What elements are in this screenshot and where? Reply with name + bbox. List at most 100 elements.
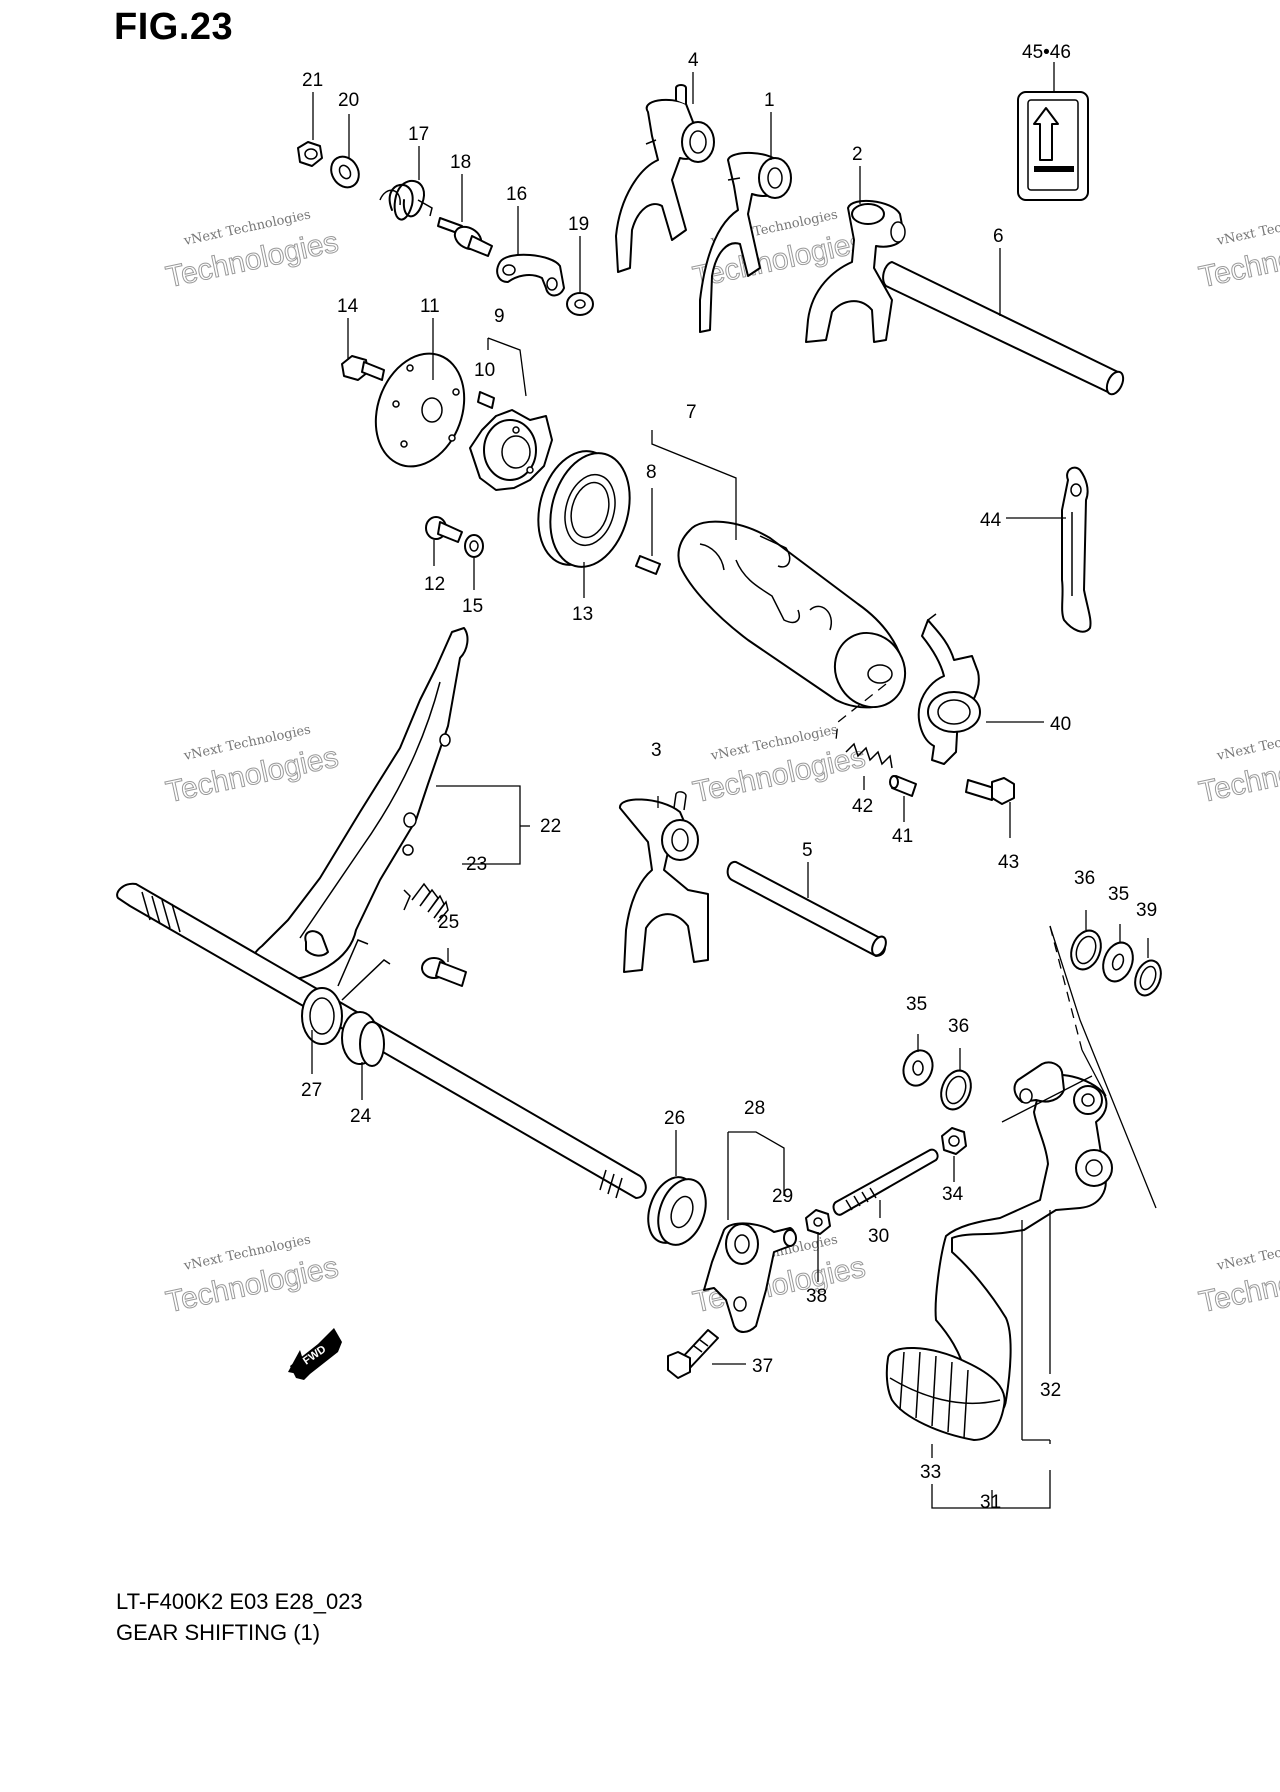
part-20-washer <box>330 155 360 189</box>
callout-28: 28 <box>744 1098 765 1119</box>
part-45-46-label-plate <box>1017 91 1089 201</box>
callout-12: 12 <box>424 574 445 595</box>
callout-31: 31 <box>980 1492 1001 1513</box>
callout-19: 19 <box>568 214 589 235</box>
callout-29: 29 <box>772 1186 793 1207</box>
part-40-position-switch <box>917 613 981 765</box>
callout-11: 11 <box>420 296 440 317</box>
part-24-shift-shaft <box>116 882 647 1199</box>
part-15-washer <box>464 534 484 558</box>
callout-36-mid: 36 <box>948 1016 969 1037</box>
callout-35-mid: 35 <box>906 994 927 1015</box>
part-13-bearing <box>537 450 631 568</box>
callout-45-46: 45•46 <box>1022 42 1071 63</box>
part-9-cam-gear <box>469 409 553 491</box>
part-27-return-spring <box>301 939 391 1045</box>
watermark: vNext Technologies Technologies <box>163 722 342 809</box>
part-11-cam-disc <box>374 352 466 468</box>
figure-title: FIG.23 <box>114 6 234 48</box>
callout-37: 37 <box>752 1356 773 1377</box>
callout-15: 15 <box>462 596 483 617</box>
watermark: vNext Technologies Technologies <box>1196 207 1280 294</box>
watermark: vNext Technologies Technologies <box>1196 722 1280 809</box>
part-4-shift-fork <box>615 84 715 273</box>
fwd-arrow-icon: FWD <box>288 1328 342 1380</box>
svg-text:vNext Technologies: vNext Technologies <box>1215 207 1280 249</box>
callout-24: 24 <box>350 1106 372 1127</box>
callout-35-top: 35 <box>1108 884 1129 905</box>
part-39-ring <box>1134 959 1162 997</box>
callout-27: 27 <box>301 1080 322 1101</box>
part-1-shift-fork <box>699 151 792 333</box>
callout-44: 44 <box>980 510 1002 531</box>
part-21-nut <box>297 141 323 167</box>
callout-3: 3 <box>651 740 662 761</box>
model-code: LT-F400K2 E03 E28_023 <box>116 1589 363 1614</box>
callout-18: 18 <box>450 152 471 173</box>
part-43-bolt <box>965 777 1015 805</box>
watermark: vNext Technologies Technologies <box>163 207 342 294</box>
callout-33: 33 <box>920 1462 941 1483</box>
callout-16: 16 <box>506 184 527 205</box>
section-name: GEAR SHIFTING (1) <box>116 1620 321 1645</box>
part-38-nut <box>805 1209 831 1235</box>
part-33-pedal-rubber <box>885 1347 1006 1441</box>
callout-23: 23 <box>466 854 487 875</box>
part-41-pin <box>889 775 917 797</box>
part-6-fork-shaft <box>882 261 1125 396</box>
part-2-shift-fork <box>805 199 906 343</box>
callout-41: 41 <box>892 826 913 847</box>
callout-43: 43 <box>998 852 1019 873</box>
callout-26: 26 <box>664 1108 685 1129</box>
callout-39: 39 <box>1136 900 1157 921</box>
callout-40: 40 <box>1050 714 1071 735</box>
watermark: vNext Technologies Technologies <box>690 722 869 809</box>
callout-13: 13 <box>572 604 593 625</box>
part-30-linkage-rod <box>832 1148 939 1216</box>
watermark: vNext Technologies Technologies <box>163 1232 342 1319</box>
callout-5: 5 <box>802 840 813 861</box>
part-42-spring <box>845 742 893 769</box>
callout-2: 2 <box>852 144 863 165</box>
part-31-gear-shift-pedal <box>934 1061 1113 1421</box>
callout-42: 42 <box>852 796 873 817</box>
part-10-pin <box>477 391 495 409</box>
callout-20: 20 <box>338 90 359 111</box>
callout-22: 22 <box>540 816 561 837</box>
watermark: vNext Technologies Technologies <box>1196 1232 1280 1319</box>
callout-10: 10 <box>474 360 495 381</box>
callout-30: 30 <box>868 1226 889 1247</box>
part-36-circlip <box>1070 929 1102 971</box>
callout-1: 1 <box>764 90 775 111</box>
callout-21: 21 <box>302 70 323 91</box>
part-26-oil-seal <box>647 1176 707 1246</box>
part-16-stopper-arm <box>496 253 565 297</box>
part-34-nut <box>941 1127 967 1155</box>
part-44-strap <box>1061 466 1092 633</box>
callout-25: 25 <box>438 912 459 933</box>
callout-32: 32 <box>1040 1380 1061 1401</box>
part-12-bolt <box>425 516 463 543</box>
svg-text:vNext Technologies: vNext Technologies <box>1215 722 1280 764</box>
part-3-shift-fork <box>619 791 709 973</box>
part-14-bolt <box>341 355 385 381</box>
part-18-bolt <box>437 217 493 257</box>
part-29-shift-arm <box>703 1222 797 1333</box>
part-23-spring <box>403 882 449 923</box>
leader-lines <box>311 62 1157 1509</box>
part-8-pin <box>635 555 661 575</box>
callout-9: 9 <box>494 306 505 327</box>
part-22-shift-lever <box>250 627 469 983</box>
callout-labels: 1 2 3 4 5 6 7 8 9 10 11 12 13 14 15 16 1… <box>301 42 1157 1513</box>
part-35-washer <box>902 1049 934 1087</box>
callout-4: 4 <box>688 50 699 71</box>
callout-8: 8 <box>646 462 657 483</box>
callout-14: 14 <box>337 296 359 317</box>
part-17-spring <box>379 179 433 221</box>
callout-17: 17 <box>408 124 429 145</box>
svg-text:vNext Technologies: vNext Technologies <box>1215 1232 1280 1274</box>
part-19-washer <box>566 292 594 316</box>
callout-7: 7 <box>686 402 697 423</box>
part-7-shift-cam <box>677 520 907 709</box>
